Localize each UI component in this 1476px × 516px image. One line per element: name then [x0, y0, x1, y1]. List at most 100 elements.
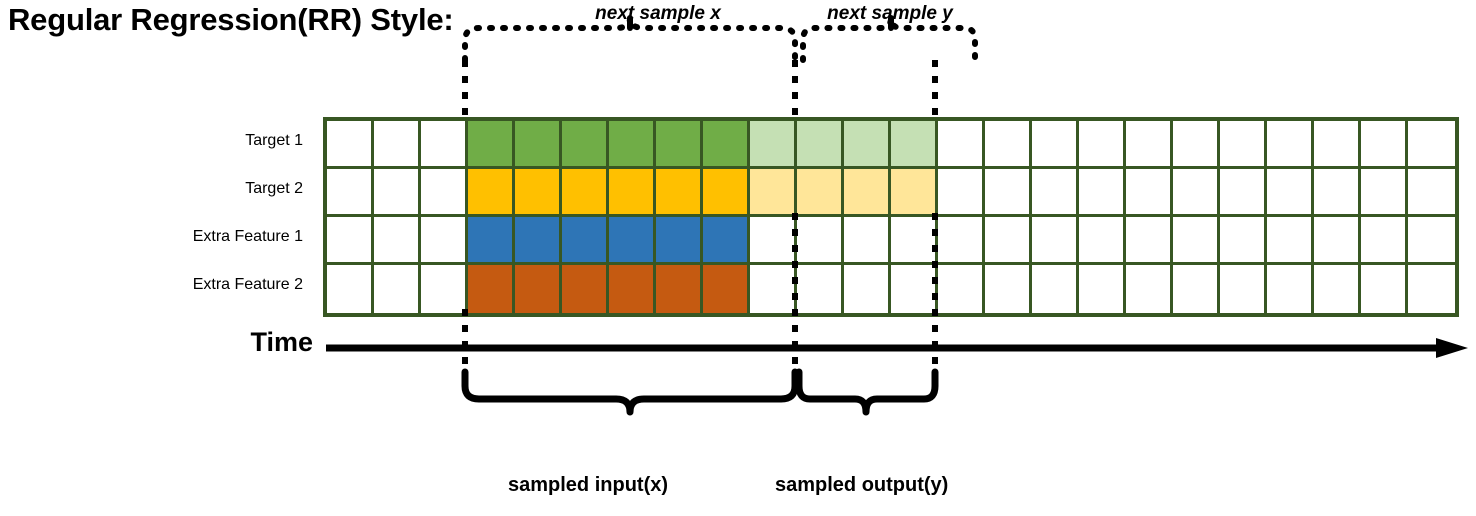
caption-line-1: sampled input(x) — [508, 474, 669, 496]
grid-cell — [1126, 217, 1173, 265]
row-label-extra-feature-1: Extra Feature 1 — [0, 213, 313, 261]
grid-cell — [1314, 217, 1361, 265]
caption-sampled-output: sampled output(y) horizon=4 output_featu… — [775, 423, 991, 516]
grid-cell — [374, 169, 421, 217]
row-label-extra-feature-2: Extra Feature 2 — [0, 261, 313, 309]
grid-cell — [750, 265, 797, 313]
row-label-text: Extra Feature 1 — [192, 228, 303, 245]
grid-cell — [515, 217, 562, 265]
grid-cell — [703, 121, 750, 169]
grid-cell — [1361, 121, 1408, 169]
row-label-text: Target 1 — [245, 132, 303, 149]
grid-cell — [656, 169, 703, 217]
grid-cell — [468, 169, 515, 217]
row-label-column: Target 1 Target 2 Extra Feature 1 Extra … — [0, 117, 313, 309]
grid-cell — [1126, 169, 1173, 217]
grid-cell — [938, 169, 985, 217]
grid-cell — [797, 217, 844, 265]
bottom-brace-sampled-input — [461, 368, 799, 416]
grid-cell — [1267, 121, 1314, 169]
timeline-grid — [323, 117, 1459, 317]
grid-cell — [468, 265, 515, 313]
grid-cell — [1126, 265, 1173, 313]
grid-cell — [1220, 121, 1267, 169]
grid-cell — [891, 121, 938, 169]
grid-cell — [938, 217, 985, 265]
grid-cell — [1361, 169, 1408, 217]
grid-cell — [656, 121, 703, 169]
grid-cell — [1361, 265, 1408, 313]
grid-cell — [1314, 121, 1361, 169]
grid-cell — [1079, 265, 1126, 313]
grid-cell — [703, 265, 750, 313]
grid-cell — [327, 169, 374, 217]
grid-cell — [750, 169, 797, 217]
grid-cell — [1314, 265, 1361, 313]
grid-cell — [468, 121, 515, 169]
grid-cell — [656, 265, 703, 313]
grid-cell — [421, 169, 468, 217]
row-label-target-2: Target 2 — [0, 165, 313, 213]
grid-cell — [421, 217, 468, 265]
grid-cell — [562, 217, 609, 265]
grid-cell — [515, 169, 562, 217]
grid-cell — [609, 217, 656, 265]
grid-row — [327, 121, 1455, 169]
time-axis-arrow — [326, 338, 1468, 358]
grid-cell — [1126, 121, 1173, 169]
grid-cell — [985, 121, 1032, 169]
grid-cell — [1079, 169, 1126, 217]
grid-cell — [327, 217, 374, 265]
grid-cell — [1173, 265, 1220, 313]
grid-row — [327, 265, 1455, 313]
grid-cell — [374, 121, 421, 169]
grid-cell — [797, 169, 844, 217]
caption-line-1: sampled output(y) — [775, 474, 949, 496]
grid-cell — [1408, 169, 1455, 217]
grid-cell — [1032, 169, 1079, 217]
grid-cell — [562, 121, 609, 169]
grid-cell — [844, 121, 891, 169]
grid-cell — [1220, 169, 1267, 217]
row-label-text: Extra Feature 2 — [192, 276, 303, 293]
grid-cell — [656, 217, 703, 265]
grid-cell — [1408, 265, 1455, 313]
grid-cell — [703, 217, 750, 265]
grid-cell — [562, 265, 609, 313]
grid-cell — [609, 169, 656, 217]
grid-row — [327, 217, 1455, 265]
grid-cell — [891, 265, 938, 313]
row-label-target-1: Target 1 — [0, 117, 313, 165]
grid-cell — [1408, 217, 1455, 265]
grid-cell — [421, 265, 468, 313]
grid-cell — [985, 265, 1032, 313]
grid-cell — [985, 169, 1032, 217]
caption-sampled-input: sampled input(x) lookback=6 input_featur… — [508, 423, 711, 516]
grid-cell — [1079, 121, 1126, 169]
grid-cell — [468, 217, 515, 265]
grid-cell — [609, 121, 656, 169]
grid-cell — [797, 121, 844, 169]
row-label-text: Target 2 — [245, 180, 303, 197]
grid-cell — [327, 121, 374, 169]
grid-cell — [844, 217, 891, 265]
grid-cell — [421, 121, 468, 169]
grid-cell — [1032, 217, 1079, 265]
grid-cell — [985, 217, 1032, 265]
grid-cell — [1408, 121, 1455, 169]
bottom-brace-sampled-output — [795, 368, 939, 416]
grid-cell — [750, 121, 797, 169]
grid-cell — [327, 265, 374, 313]
grid-cell — [750, 217, 797, 265]
time-axis-label: Time — [250, 327, 313, 357]
grid-cell — [609, 265, 656, 313]
grid-cell — [1267, 265, 1314, 313]
grid-cell — [1032, 121, 1079, 169]
grid-cell — [1267, 217, 1314, 265]
grid-cell — [515, 265, 562, 313]
grid-cell — [1220, 265, 1267, 313]
grid-cell — [703, 169, 750, 217]
grid-cell — [1267, 169, 1314, 217]
grid-cell — [1173, 121, 1220, 169]
grid-cell — [844, 169, 891, 217]
